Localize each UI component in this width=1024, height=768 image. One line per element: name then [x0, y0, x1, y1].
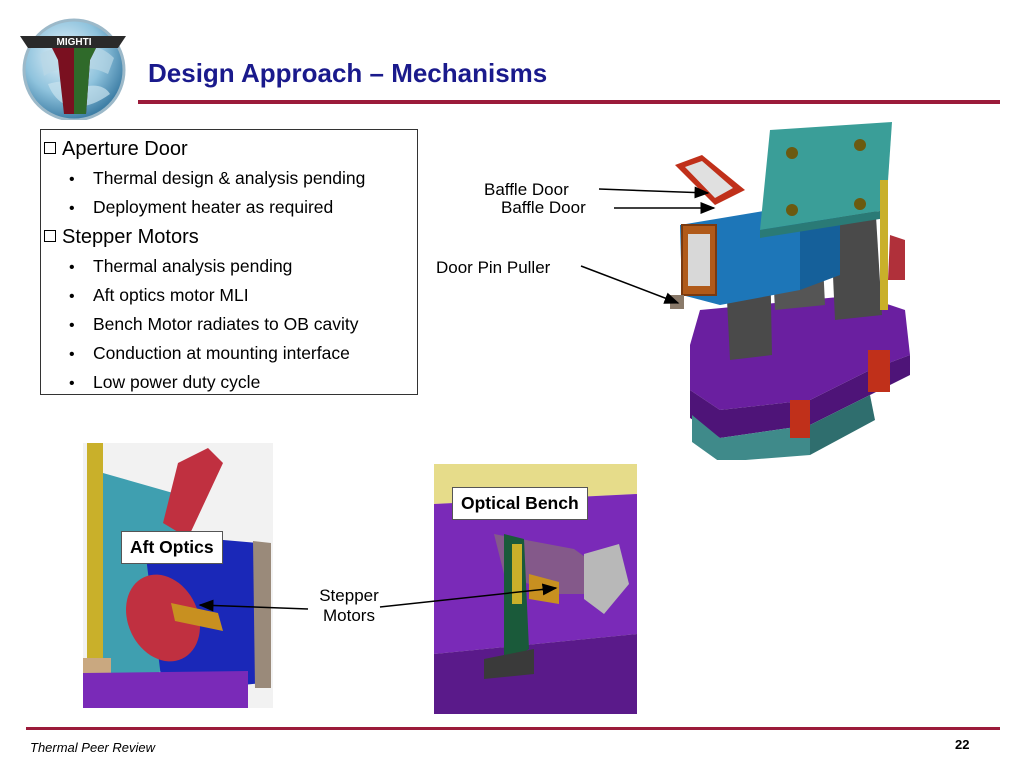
arrow-stepper-aft	[198, 599, 309, 612]
bullet-item: •Bench Motor radiates to OB cavity	[69, 314, 359, 334]
label-aft-optics: Aft Optics	[121, 531, 223, 564]
aft-optics-cad-render	[83, 443, 273, 708]
page-number: 22	[955, 737, 970, 752]
footer-divider	[26, 727, 1000, 730]
bullet-item: •Conduction at mounting interface	[69, 343, 350, 363]
label-baffle-door-2: Baffle Door	[501, 198, 586, 217]
title-divider	[138, 100, 1000, 104]
mighti-logo: MIGHTI	[18, 14, 130, 122]
label-door-pin-puller: Door Pin Puller	[436, 258, 551, 277]
checkbox-bullet-icon	[44, 230, 56, 242]
footer-text: Thermal Peer Review	[30, 740, 155, 755]
arrow-baffle-door	[598, 186, 710, 199]
instrument-cad-render	[660, 120, 925, 460]
page-title: Design Approach – Mechanisms	[148, 58, 548, 88]
bullet-item: •Deployment heater as required	[69, 197, 334, 217]
section-heading-aperture-door: Aperture Door	[41, 134, 417, 164]
label-optical-bench: Optical Bench	[452, 487, 588, 520]
arrow-door-pin-puller	[580, 265, 680, 304]
optical-bench-cad-render	[434, 464, 637, 714]
label-stepper-motors: Stepper Motors	[319, 586, 379, 625]
checkbox-bullet-icon	[44, 142, 56, 154]
bullet-item: •Aft optics motor MLI	[69, 285, 249, 305]
bullet-item: •Thermal design & analysis pending	[69, 168, 366, 188]
logo-text: MIGHTI	[57, 37, 92, 48]
section-heading-stepper-motors: Stepper Motors	[41, 222, 417, 252]
bullet-item: •Thermal analysis pending	[69, 256, 293, 276]
bullet-item: •Low power duty cycle	[69, 372, 261, 392]
label-baffle-door: Baffle Door	[484, 180, 569, 199]
bullet-box: Aperture Door •Thermal design & analysis…	[40, 129, 418, 395]
arrow-stepper-bench	[379, 583, 558, 608]
